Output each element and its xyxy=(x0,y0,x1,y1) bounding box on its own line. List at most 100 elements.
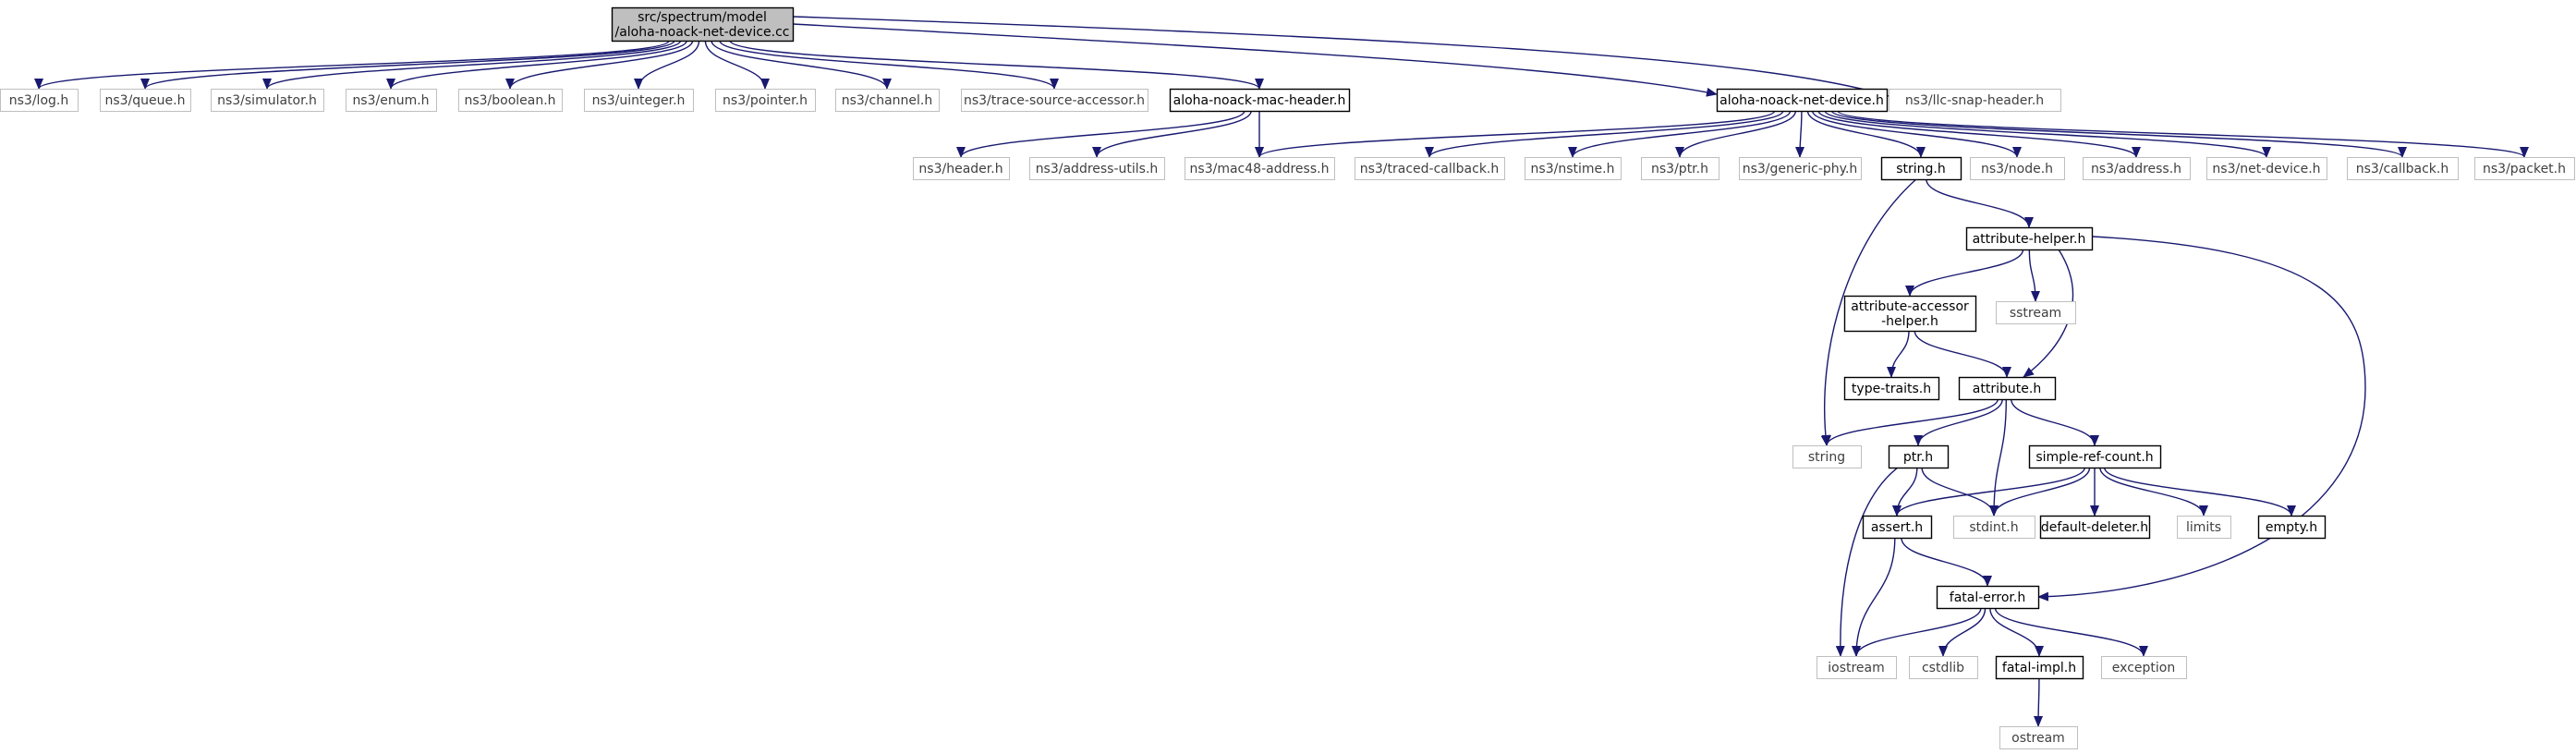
node-label: default-deleter.h xyxy=(2041,520,2148,535)
node-box xyxy=(1880,156,1962,181)
node-label: ns3/nstime.h xyxy=(1531,162,1615,176)
node-box xyxy=(0,89,79,112)
edge-root-to-simulator xyxy=(262,40,682,90)
node-label: string xyxy=(1808,450,1845,465)
node-box xyxy=(2028,444,2162,469)
edge-src-to-stdint xyxy=(1989,467,2091,517)
node-asserth[interactable]: assert.h xyxy=(1862,515,1933,540)
edge-fatalerr-to-exception xyxy=(1994,607,2148,657)
node-box xyxy=(1355,157,1505,180)
edge-ptrh-to-stdint xyxy=(1921,467,1999,517)
node-fatalimpl[interactable]: fatal-impl.h xyxy=(1995,655,2084,680)
node-label: ns3/header.h xyxy=(918,162,1002,176)
node-ptrh[interactable]: ptr.h xyxy=(1888,444,1950,469)
node-root[interactable]: src/spectrum/model/aloha-noack-net-devic… xyxy=(611,6,795,43)
node-typetraits[interactable]: type-traits.h xyxy=(1843,376,1940,401)
edge-netdev-to-traced xyxy=(1425,110,1784,158)
edge-netdev-to-ptrns3 xyxy=(1675,110,1797,158)
node-cstdlib: cstdlib xyxy=(1909,656,1978,679)
node-label: ns3/address.h xyxy=(2091,162,2181,176)
node-uinteger: ns3/uinteger.h xyxy=(584,89,694,112)
node-label: ns3/traced-callback.h xyxy=(1360,162,1500,176)
node-enum: ns3/enum.h xyxy=(346,89,437,112)
node-addrutils: ns3/address-utils.h xyxy=(1029,157,1165,180)
edge-fatalerr-to-cstdlib xyxy=(1938,607,1987,657)
node-box xyxy=(2083,157,2191,180)
node-label: cstdlib xyxy=(1922,661,1964,675)
node-label: assert.h xyxy=(1871,520,1923,535)
node-label: attribute-accessor xyxy=(1851,299,1969,314)
node-attrhelper[interactable]: attribute-helper.h xyxy=(1965,226,2094,251)
node-label: ns3/llc-snap-header.h xyxy=(1905,93,2044,108)
node-box xyxy=(1525,157,1622,180)
node-attrh[interactable]: attribute.h xyxy=(1958,376,2057,401)
node-box xyxy=(1843,376,1940,401)
node-label: empty.h xyxy=(2266,520,2317,535)
node-label: attribute-helper.h xyxy=(1973,232,2086,247)
node-box xyxy=(2177,516,2231,539)
node-machdr[interactable]: aloha-noack-mac-header.h xyxy=(1169,88,1351,113)
edge-attracc-to-attrh xyxy=(1914,330,2011,378)
node-netdev[interactable]: aloha-noack-net-device.h xyxy=(1716,88,1889,113)
node-box xyxy=(611,6,795,43)
node-box xyxy=(346,89,437,112)
edge-root-to-uinteger xyxy=(634,40,700,90)
node-label: fatal-impl.h xyxy=(2002,661,2076,675)
node-box xyxy=(1958,376,2057,401)
edge-attrh-to-stdint xyxy=(1989,398,2007,517)
edge-attrhelper-to-attracc xyxy=(1905,249,2024,297)
node-label: ns3/generic-phy.h xyxy=(1743,162,1858,176)
edge-ptrh-to-asserth xyxy=(1892,467,1918,517)
node-llc: ns3/llc-snap-header.h xyxy=(1889,89,2061,112)
node-box xyxy=(584,89,694,112)
node-box xyxy=(458,89,563,112)
node-box xyxy=(2257,515,2327,540)
node-label: attribute.h xyxy=(1973,382,2041,396)
node-mac48: ns3/mac48-address.h xyxy=(1185,157,1335,180)
edge-netdev-to-packet xyxy=(1837,110,2529,158)
node-box xyxy=(1739,157,1862,180)
node-boolean: ns3/boolean.h xyxy=(458,89,563,112)
node-exception: exception xyxy=(2101,656,2187,679)
node-box xyxy=(1936,585,2040,610)
edge-root-to-llc xyxy=(792,16,1889,98)
node-label: aloha-noack-mac-header.h xyxy=(1173,93,1346,108)
node-empty[interactable]: empty.h xyxy=(2257,515,2327,540)
node-label: ns3/channel.h xyxy=(842,93,933,108)
edge-root-to-machdr xyxy=(729,40,1264,90)
node-label: ns3/packet.h xyxy=(2483,162,2566,176)
node-src[interactable]: simple-ref-count.h xyxy=(2028,444,2162,469)
edges-layer xyxy=(34,16,2529,727)
node-stringh[interactable]: string.h xyxy=(1880,156,1962,181)
node-box xyxy=(913,157,1010,180)
node-label: limits xyxy=(2186,520,2221,535)
edge-netdev-to-genphy xyxy=(1795,110,1805,158)
edge-netdev-to-mac48 xyxy=(1255,110,1776,158)
node-attracc[interactable]: attribute-accessor-helper.h xyxy=(1843,295,1977,333)
edge-fatalerr-to-fatalimpl xyxy=(1989,607,2044,657)
edge-asserth-to-fatalerr xyxy=(1901,537,1992,587)
node-label: ns3/enum.h xyxy=(352,93,429,108)
edge-netdev-to-stringh xyxy=(1806,110,1926,158)
node-box xyxy=(1716,88,1889,113)
node-fatalerr[interactable]: fatal-error.h xyxy=(1936,585,2040,610)
edge-attrh-to-src xyxy=(2011,398,2099,446)
node-box xyxy=(1641,157,1719,180)
edge-attrh-to-ptrh xyxy=(1914,398,2003,446)
node-ostream: ostream xyxy=(1999,726,2078,749)
edge-stringh-to-attrhelper xyxy=(1926,178,2034,228)
node-label: string.h xyxy=(1896,162,1946,176)
edge-root-to-channel xyxy=(711,40,892,90)
node-box xyxy=(2347,157,2459,180)
node-label: /aloha-noack-net-device.cc xyxy=(615,25,790,40)
edge-root-to-netdev xyxy=(792,23,1718,97)
node-box xyxy=(1862,515,1933,540)
edge-attrhelper-to-sstream xyxy=(2028,249,2040,302)
node-box xyxy=(1029,157,1165,180)
node-box xyxy=(1792,445,1862,468)
node-defdel[interactable]: default-deleter.h xyxy=(2039,515,2151,540)
node-box xyxy=(2206,157,2327,180)
node-genphy: ns3/generic-phy.h xyxy=(1739,157,1862,180)
node-label: aloha-noack-net-device.h xyxy=(1719,93,1884,108)
edge-netdev-to-node xyxy=(1811,110,2022,158)
